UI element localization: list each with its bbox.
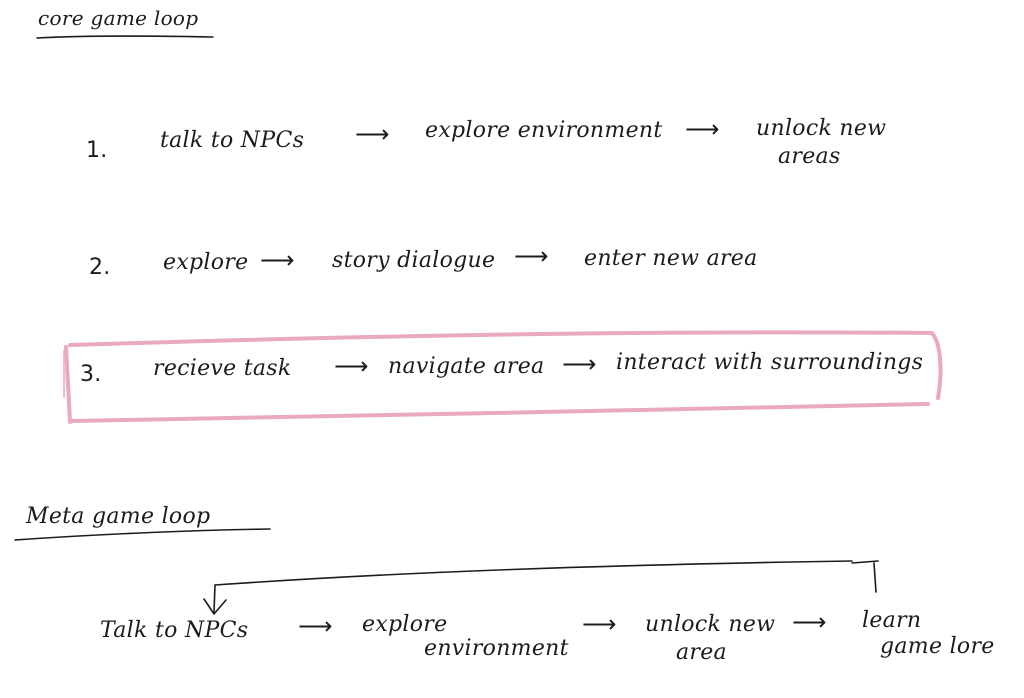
item-2-step-3: enter new area bbox=[584, 246, 758, 271]
item-2-step-2: story dialogue bbox=[332, 248, 496, 273]
loop-back-arrow bbox=[203, 560, 879, 615]
core-heading-underline bbox=[36, 35, 214, 39]
item-2-arrow-2: ⟶ bbox=[514, 242, 549, 270]
item-3-number: 3. bbox=[80, 362, 102, 387]
meta-step-4: learn bbox=[862, 608, 922, 633]
meta-heading-underline bbox=[14, 528, 271, 541]
item-2-step-1: explore bbox=[163, 250, 249, 275]
item-2-arrow-1: ⟶ bbox=[260, 246, 295, 274]
item-1-step-1: talk to NPCs bbox=[160, 128, 305, 153]
meta-step-2b: environment bbox=[424, 636, 569, 661]
item-3-arrow-1: ⟶ bbox=[334, 352, 369, 380]
item-1-step-2: explore environment bbox=[425, 118, 663, 143]
meta-arrow-3: ⟶ bbox=[792, 608, 827, 636]
item-3-step-3: interact with surroundings bbox=[616, 350, 924, 375]
item-3-arrow-2: ⟶ bbox=[562, 350, 597, 378]
item-3-step-2: navigate area bbox=[388, 354, 545, 379]
meta-arrow-2: ⟶ bbox=[582, 610, 617, 638]
item-1-arrow-1: ⟶ bbox=[355, 120, 390, 148]
item-1-number: 1. bbox=[86, 138, 108, 163]
item-1-step-3b: areas bbox=[778, 144, 841, 169]
meta-step-1: Talk to NPCs bbox=[100, 618, 249, 643]
core-loop-heading: core game loop bbox=[38, 6, 199, 30]
meta-loop-heading: Meta game loop bbox=[26, 504, 211, 529]
item-1-arrow-2: ⟶ bbox=[685, 115, 720, 143]
meta-step-2: explore bbox=[362, 612, 448, 637]
meta-step-3: unlock new bbox=[645, 612, 776, 637]
meta-arrow-1: ⟶ bbox=[298, 612, 333, 640]
item-3-step-1: recieve task bbox=[153, 356, 292, 381]
meta-step-3b: area bbox=[676, 640, 727, 665]
item-1-step-3: unlock new bbox=[756, 116, 887, 141]
item-2-number: 2. bbox=[89, 255, 111, 280]
meta-step-4b: game lore bbox=[880, 634, 995, 659]
